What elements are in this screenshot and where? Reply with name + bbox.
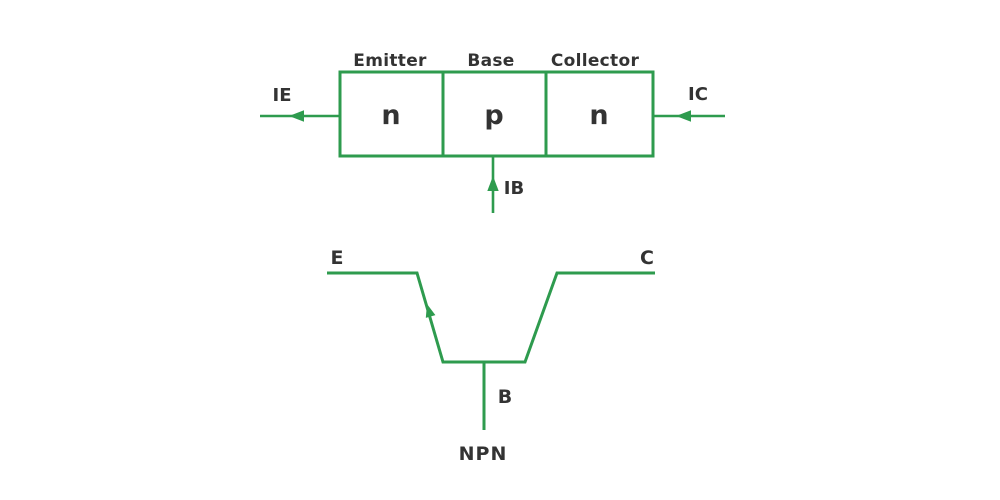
transistor-body-outline	[338, 70, 655, 158]
base-current-label: IB	[504, 178, 524, 199]
emitter-current-arrowhead	[289, 110, 304, 122]
emitter-type-letter: n	[381, 100, 400, 131]
symbol-caption: NPN	[459, 443, 508, 465]
emitter-direction-arrowhead	[425, 304, 436, 318]
collector-type-letter: n	[589, 100, 608, 131]
base-region-label: Base	[467, 51, 514, 71]
collector-terminal-label: C	[640, 247, 654, 269]
symbol-body-path	[327, 271, 655, 364]
collector-current-arrowhead	[676, 110, 691, 122]
base-terminal-label: B	[498, 386, 512, 408]
block-diagram: Emitter Base Collector n p n IE IC IB	[260, 51, 725, 213]
base-type-letter: p	[484, 100, 503, 131]
base-current-arrowhead	[487, 176, 499, 191]
collector-current-label: IC	[688, 84, 708, 105]
emitter-current-label: IE	[273, 85, 292, 106]
collector-region-label: Collector	[551, 51, 640, 71]
emitter-region-label: Emitter	[353, 51, 427, 71]
npn-symbol: E C B NPN	[327, 247, 655, 465]
emitter-terminal-label: E	[331, 247, 344, 269]
